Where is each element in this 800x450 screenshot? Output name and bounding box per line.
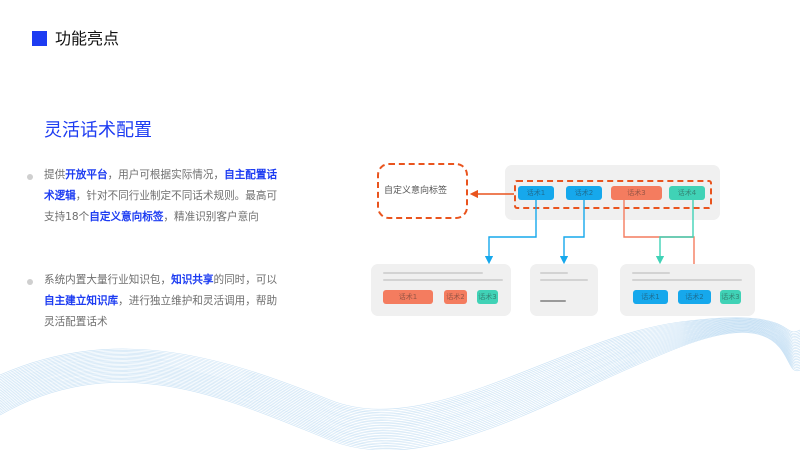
paragraph-line: 支持18个自定义意向标签，精准识别客户意向 xyxy=(44,207,316,228)
tag-script-3: 话术3 xyxy=(477,290,498,304)
placeholder-line xyxy=(383,272,483,274)
placeholder-line xyxy=(540,272,568,274)
bullet-dot-2 xyxy=(27,279,33,285)
highlight-text: 术逻辑 xyxy=(44,190,76,202)
tag-script-2: 话术2 xyxy=(566,186,602,200)
paragraph-line: 自主建立知识库，进行独立维护和灵活调用，帮助 xyxy=(44,291,316,312)
placeholder-line xyxy=(540,279,588,281)
feature-paragraph-1: 提供开放平台，用户可根据实际情况，自主配置话术逻辑，针对不同行业制定不同话术规则… xyxy=(44,165,316,228)
paragraph-line: 术逻辑，针对不同行业制定不同话术规则。最高可 xyxy=(44,186,316,207)
paragraph-line: 系统内置大量行业知识包，知识共享的同时，可以 xyxy=(44,270,316,291)
body-text: 系统内置大量行业知识包， xyxy=(44,274,172,286)
body-text: ，精准识别客户意向 xyxy=(163,211,259,223)
placeholder-line xyxy=(383,279,503,281)
placeholder-line xyxy=(632,279,742,281)
placeholder-line xyxy=(540,300,566,302)
paragraph-line: 灵活配置话术 xyxy=(44,312,316,333)
tag-script-1: 话术1 xyxy=(633,290,668,304)
body-text: ，进行独立维护和灵活调用，帮助 xyxy=(118,295,278,307)
highlight-text: 自主配置话 xyxy=(224,169,278,181)
highlight-text: 自定义意向标签 xyxy=(89,211,164,223)
highlight-text: 自主建立知识库 xyxy=(44,295,119,307)
body-text: ，用户可根据实际情况， xyxy=(107,169,225,181)
connector-green xyxy=(655,200,694,265)
body-text: 提供 xyxy=(44,169,66,181)
body-text: ，针对不同行业制定不同话术规则。最高可 xyxy=(75,190,278,202)
tag-script-1: 话术1 xyxy=(383,290,433,304)
feature-paragraph-2: 系统内置大量行业知识包，知识共享的同时，可以自主建立知识库，进行独立维护和灵活调… xyxy=(44,270,316,333)
body-text: 的同时，可以 xyxy=(213,274,278,286)
highlight-text: 开放平台 xyxy=(65,169,108,181)
connector-orange xyxy=(623,200,695,264)
bullet-dot-1 xyxy=(27,174,33,180)
page-title: 功能亮点 xyxy=(55,29,120,48)
highlight-text: 知识共享 xyxy=(171,274,214,286)
connector-blue-left xyxy=(484,200,537,265)
header-accent-square xyxy=(32,31,47,46)
body-text: 支持18个 xyxy=(44,211,90,223)
paragraph-line: 提供开放平台，用户可根据实际情况，自主配置话 xyxy=(44,165,316,186)
tag-script-4: 话术4 xyxy=(669,186,705,200)
tag-script-2: 话术2 xyxy=(678,290,711,304)
connector-blue-middle xyxy=(559,200,585,265)
section-title: 灵活话术配置 xyxy=(44,120,152,141)
placeholder-line xyxy=(632,272,670,274)
tag-script-2: 话术2 xyxy=(444,290,467,304)
intent-label-text: 自定义意向标签 xyxy=(384,186,448,196)
tag-script-1: 话术1 xyxy=(518,186,554,200)
body-text: 灵活配置话术 xyxy=(44,316,108,328)
tag-script-3: 话术3 xyxy=(611,186,662,200)
tag-script-3: 话术3 xyxy=(720,290,741,304)
intent-label-box xyxy=(377,163,468,219)
script-group-dashed-frame xyxy=(514,180,712,209)
